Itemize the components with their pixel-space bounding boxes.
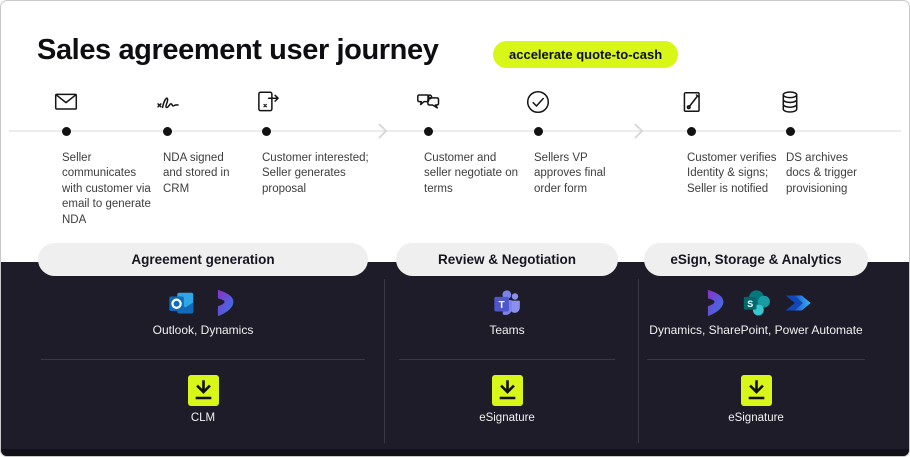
timeline-dot <box>534 127 543 136</box>
page-title: Sales agreement user journey <box>37 34 439 66</box>
timeline-line <box>9 130 901 132</box>
chat-bubbles-icon <box>417 94 440 109</box>
stage-text: Sellers VP approves final order form <box>534 152 606 195</box>
platform-section: Outlook, Dynamics CLM T <box>1 262 909 456</box>
docusign-product-label: eSignature <box>728 412 784 424</box>
row-divider <box>399 359 615 360</box>
sign-document-icon <box>683 92 700 112</box>
dynamics-icon <box>707 289 724 317</box>
platform-column-review-negotiation: T Teams eSignature <box>396 262 618 456</box>
product-icons: T <box>396 288 618 318</box>
phase-pill-review-negotiation: Review & Negotiation <box>396 243 618 276</box>
dynamics-icon <box>217 289 234 317</box>
timeline-arrow-icon <box>378 123 388 139</box>
phase-label: Agreement generation <box>131 252 275 267</box>
database-icon <box>782 91 798 113</box>
timeline-dot <box>163 127 172 136</box>
docusign-esignature-download-icon <box>396 375 618 406</box>
docusign-product-label: eSignature <box>479 412 535 424</box>
phase-label: Review & Negotiation <box>437 252 577 267</box>
platform-column-esign-storage-analytics: S Dynamics, SharePoint, Power Automate e… <box>644 262 868 456</box>
product-label: Teams <box>489 323 525 337</box>
product-label: Outlook, Dynamics <box>152 323 254 337</box>
teams-icon: T <box>494 290 520 315</box>
phase-label: eSign, Storage & Analytics <box>670 252 842 267</box>
check-circle-icon <box>526 90 550 114</box>
accelerate-badge: accelerate quote-to-cash <box>493 41 679 68</box>
stage-text: NDA signed and stored in CRM <box>163 152 230 195</box>
sharepoint-icon: S <box>743 290 770 316</box>
product-icons: S <box>644 288 868 318</box>
timeline-dot <box>262 127 271 136</box>
stage-text: Customer interested; Seller generates pr… <box>262 152 369 195</box>
platform-column-agreement-generation: Outlook, Dynamics CLM <box>38 262 368 456</box>
row-divider <box>647 359 865 360</box>
stage-text: Customer and seller negotiate on terms <box>424 152 518 195</box>
signature-icon <box>157 97 179 109</box>
phase-pill-esign-storage-analytics: eSign, Storage & Analytics <box>644 243 868 276</box>
stage-text: Customer verifies Identity & signs; Sell… <box>687 152 777 195</box>
product-label: Dynamics, SharePoint, Power Automate <box>649 323 863 337</box>
timeline-dot <box>687 127 696 136</box>
stage-text: Seller communicates with customer via em… <box>62 152 151 226</box>
column-divider <box>384 279 385 443</box>
envelope-icon <box>54 93 78 110</box>
power-automate-icon <box>785 295 811 311</box>
row-divider <box>41 359 365 360</box>
docusign-product-label: CLM <box>190 412 216 424</box>
svg-text:S: S <box>747 299 753 309</box>
timeline-arrow-icon <box>634 123 644 139</box>
product-icons <box>38 288 368 318</box>
outlook-icon <box>169 292 194 314</box>
timeline-dot <box>62 127 71 136</box>
timeline-dot <box>786 127 795 136</box>
svg-text:T: T <box>499 300 505 311</box>
footer-strip <box>1 449 909 456</box>
send-document-icon <box>258 91 279 112</box>
phase-pill-agreement-generation: Agreement generation <box>38 243 368 276</box>
timeline-dot <box>424 127 433 136</box>
stage-text: DS archives docs & trigger provisioning <box>786 152 857 195</box>
docusign-esignature-download-icon <box>644 375 868 406</box>
docusign-clm-download-icon <box>38 375 368 406</box>
column-divider <box>638 279 639 443</box>
